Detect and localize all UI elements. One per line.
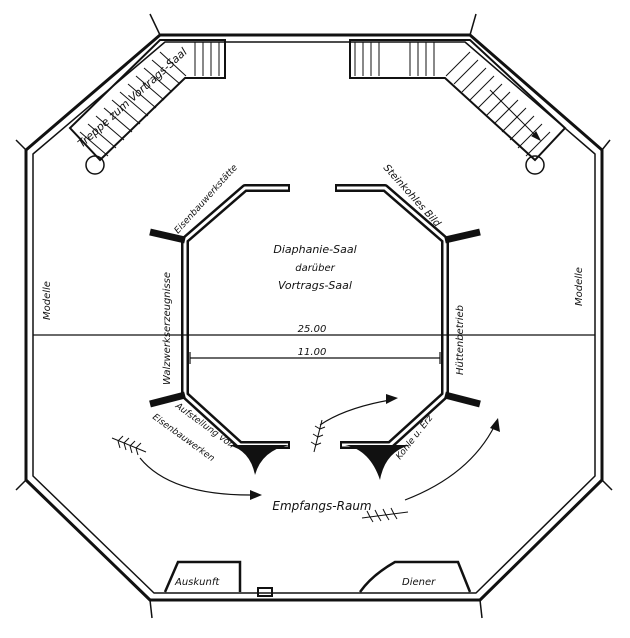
arrow-heads	[250, 394, 500, 500]
wheat-symbol-center	[310, 419, 326, 453]
label-modelle-left: Modelle	[42, 281, 53, 320]
dimension-inner: 11.00	[298, 347, 327, 358]
label-diaphanie: Diaphanie-Saal	[273, 243, 356, 256]
wheat-symbol-bottom	[361, 507, 409, 523]
dimension-lines	[33, 334, 595, 364]
label-stair-left: Treppe zum Vortrags-Saal	[75, 45, 189, 150]
label-modelle-right: Modelle	[574, 267, 585, 306]
inner-hall-stubs	[149, 228, 481, 408]
room-diener	[358, 560, 472, 593]
label-diener: Diener	[402, 577, 436, 588]
dimension-outer: 25.00	[298, 324, 327, 335]
corner-ticks	[15, 13, 613, 619]
label-walzwerkserzeugnisse: Walzwerkserzeugnisse	[162, 272, 173, 385]
inner-hall-walls	[181, 184, 449, 449]
inner-hall-wall-core	[183, 186, 447, 447]
staircase-left	[68, 39, 226, 175]
label-auskunft: Auskunft	[174, 577, 220, 588]
label-empfangs-raum: Empfangs-Raum	[272, 499, 371, 513]
flow-arrows	[139, 399, 496, 501]
inner-hall-piers	[228, 445, 410, 480]
room-auskunft	[163, 560, 273, 597]
label-vortragssaal: Vortrags-Saal	[278, 279, 352, 292]
label-huettenbetrieb: Hüttenbetrieb	[455, 305, 466, 375]
label-darueber: darüber	[295, 263, 335, 274]
staircase-right	[349, 39, 567, 175]
wheat-symbol-left	[111, 435, 147, 456]
